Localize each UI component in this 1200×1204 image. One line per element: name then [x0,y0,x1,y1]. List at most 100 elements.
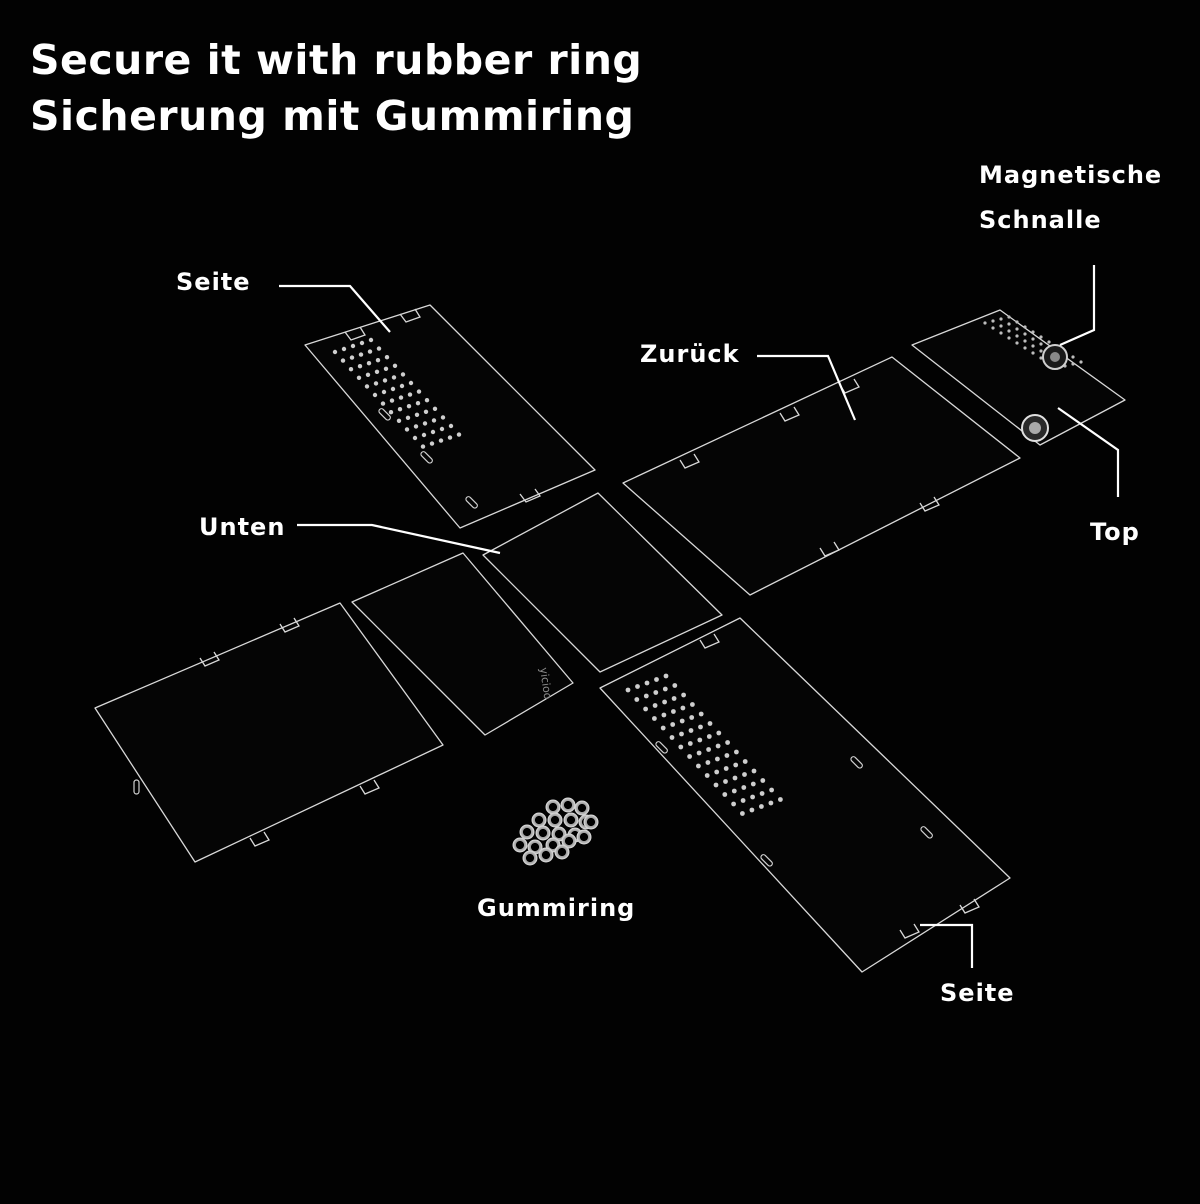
ventilation-hole [652,703,658,708]
rubber-ring [547,812,563,828]
rubber-ring [531,812,547,828]
ventilation-hole [660,725,666,731]
label-top: Top [1090,518,1140,546]
ventilation-hole [415,401,421,406]
ventilation-hole [429,441,435,446]
ventilation-hole [698,711,704,717]
ventilation-hole [420,444,426,449]
ventilation-hole [687,754,692,759]
ventilation-hole [404,427,410,432]
ventilation-hole [678,744,684,750]
ventilation-hole [716,730,722,736]
ventilation-hole [724,753,730,758]
ventilation-hole [405,415,411,420]
ventilation-hole [1007,336,1011,340]
label-side-lower: Seite [940,979,1015,1007]
ventilation-hole [1023,339,1027,343]
ventilation-hole [399,383,405,389]
ventilation-hole [1031,330,1035,334]
ventilation-hole [1079,360,1083,364]
ventilation-hole [707,721,713,726]
ventilation-hole [698,724,703,730]
ventilation-hole [1015,327,1019,331]
ventilation-hole [759,804,764,809]
ventilation-hole [388,410,394,415]
ventilation-hole [372,392,378,398]
ventilation-hole [382,378,388,383]
ventilation-hole [769,787,774,793]
ventilation-hole [1071,362,1075,366]
ventilation-hole [999,324,1003,328]
ventilation-hole [643,706,648,712]
ventilation-hole [653,690,659,695]
ventilation-hole [358,352,364,357]
ventilation-hole [760,778,766,783]
ventilation-hole [392,363,398,368]
ventilation-hole [689,715,695,720]
ventilation-hole [740,811,745,816]
ventilation-hole [723,766,729,771]
label-magnetic-buckle-line2: Schnalle [979,206,1102,234]
rubber-ring [512,837,528,853]
ventilation-hole [983,321,987,325]
ventilation-hole [734,749,739,755]
bottom-panel [482,492,723,673]
ventilation-hole [348,367,354,372]
rubber-ring [519,824,535,840]
ventilation-hole [635,684,640,689]
ventilation-hole [1039,349,1043,353]
panel-engraving: yicioo [537,667,554,701]
ventilation-hole [740,798,746,803]
ventilation-hole [430,429,436,435]
ventilation-hole [750,794,755,800]
ventilation-hole [731,788,737,794]
ventilation-hole [696,763,701,769]
ventilation-hole [375,358,381,363]
ventilation-holes-lower [625,673,783,816]
ventilation-hole [697,737,703,743]
ventilation-hole [714,769,720,775]
ventilation-hole [1015,320,1019,324]
ventilation-hole [390,386,396,392]
ventilation-hole [389,398,395,403]
ventilation-hole [725,740,730,745]
ventilation-hole [1023,346,1027,350]
ventilation-hole [669,735,675,740]
ventilation-hole [383,366,389,371]
rubber-ring [538,847,554,863]
ventilation-hole [749,807,755,813]
ventilation-hole [751,768,757,774]
rubber-ring [576,829,592,845]
ventilation-hole [696,750,702,756]
ventilation-hole [999,317,1003,321]
ventilation-hole [679,718,685,724]
ventilation-hole [625,687,631,693]
headline-german: Sicherung mit Gummiring [30,92,635,140]
ventilation-hole [432,406,438,411]
ventilation-hole [670,722,676,727]
ventilation-hole [681,692,686,698]
ventilation-hole [671,709,676,714]
ventilation-hole [416,389,422,394]
top-panel [911,309,1126,446]
ventilation-hole [680,705,686,711]
ventilation-hole [643,693,649,699]
ventilation-hole [671,696,677,701]
rubber-ring [583,814,599,830]
ventilation-hole [406,404,412,409]
ventilation-hole [704,773,710,778]
ventilation-hole [431,418,437,423]
ventilation-hole [663,673,669,679]
ventilation-hole [1039,356,1043,360]
ventilation-hole [706,734,712,739]
ventilation-hole [999,331,1003,335]
ventilation-hole [706,747,711,752]
ventilation-hole [1023,325,1027,329]
ventilation-hole [373,381,379,386]
ventilation-hole [644,680,650,686]
ventilation-hole [654,677,659,682]
ventilation-hole [662,686,668,692]
ventilation-hole [439,426,445,432]
